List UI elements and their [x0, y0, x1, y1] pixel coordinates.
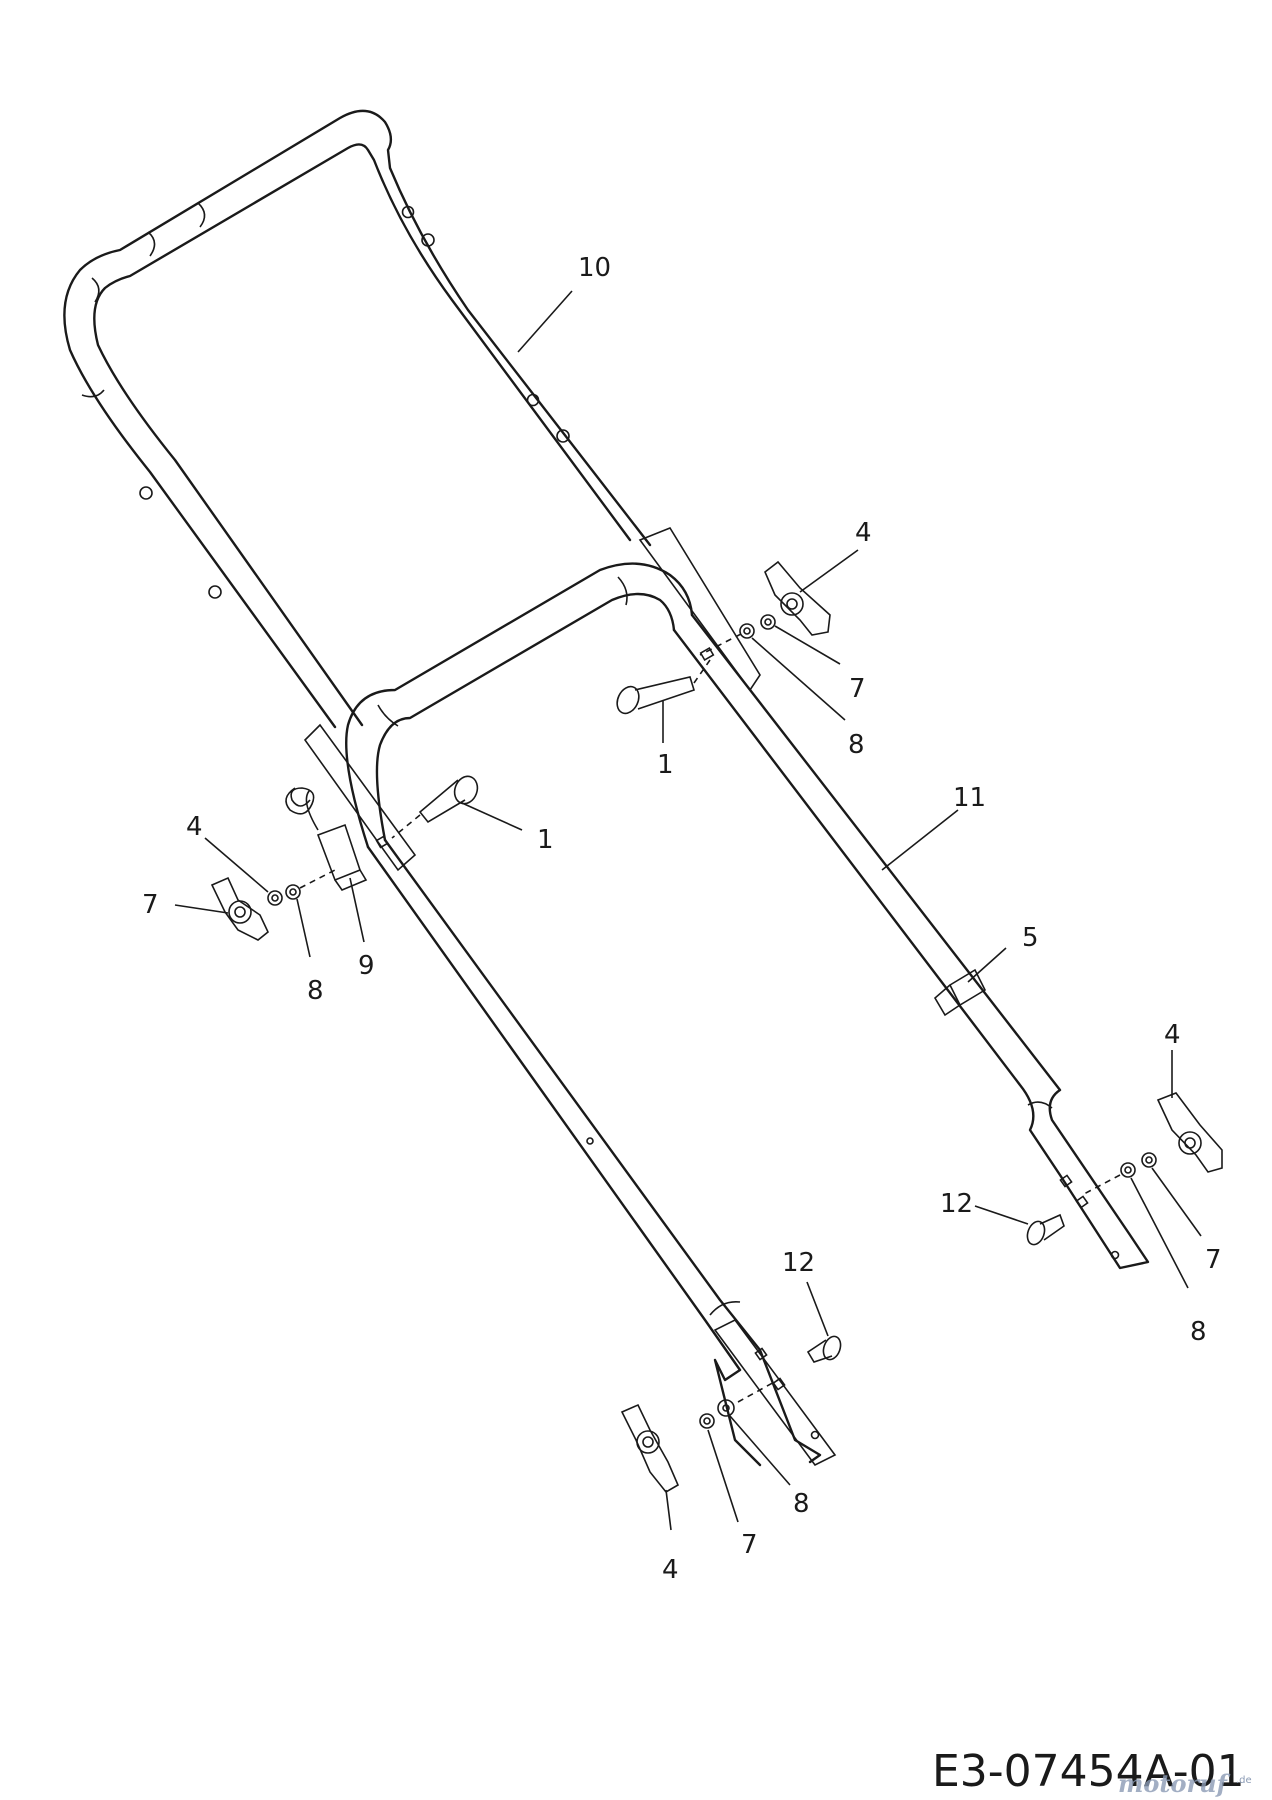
- callout-7-upper-right: 7: [849, 674, 866, 704]
- callout-4-bottom: 4: [662, 1555, 679, 1585]
- callout-8-upper-right: 8: [848, 730, 865, 760]
- callout-8-bottom: 8: [793, 1489, 810, 1519]
- washer-left: [285, 884, 301, 900]
- lower-handle: [345, 562, 1150, 1467]
- callout-10: 10: [578, 253, 611, 283]
- callout-9: 9: [358, 951, 375, 981]
- watermark-logo: motoruf: [1118, 1769, 1231, 1798]
- watermark-suffix: .de: [1236, 1775, 1252, 1786]
- washer-upper-right: [739, 623, 755, 639]
- callout-12-bottom: 12: [782, 1248, 815, 1278]
- bolt-lower-right: [1026, 1213, 1065, 1246]
- callout-1-left: 1: [537, 825, 554, 855]
- callout-5: 5: [1022, 923, 1039, 953]
- drawing-code: E3-07454A-01: [932, 1746, 1245, 1797]
- knob-left: [210, 876, 269, 941]
- washer-lower-right: [1120, 1162, 1136, 1178]
- callout-4-lower-right: 4: [1164, 1020, 1181, 1050]
- callout-7-lower-right: 7: [1205, 1245, 1222, 1275]
- lockwasher-left: [267, 890, 283, 906]
- callout-8-left: 8: [307, 976, 324, 1006]
- cable-clip: [933, 968, 987, 1017]
- bolt-upper: [616, 646, 715, 715]
- knob-lower-right: [1156, 1092, 1223, 1173]
- leader-lines: [174, 290, 1202, 1531]
- lockwasher-lower-right: [1141, 1152, 1157, 1168]
- bolt-bottom: [806, 1335, 842, 1363]
- knob-bottom: [620, 1403, 680, 1494]
- callout-1-upper: 1: [657, 750, 674, 780]
- callout-11: 11: [953, 783, 986, 813]
- callout-8-lower-right: 8: [1190, 1317, 1207, 1347]
- washer-bottom: [717, 1399, 735, 1417]
- knob-upper-right: [764, 560, 831, 636]
- callout-4-upper-right: 4: [855, 518, 872, 548]
- callout-4-left: 4: [186, 812, 203, 842]
- upper-handle: [63, 109, 761, 872]
- bolt-left: [375, 775, 479, 849]
- lockwasher-bottom: [699, 1413, 715, 1429]
- callout-7-bottom: 7: [741, 1530, 758, 1560]
- lockwasher-upper-right: [760, 614, 776, 630]
- cable-guide: [285, 787, 368, 891]
- callout-7-left: 7: [142, 890, 159, 920]
- callout-12-lower-right: 12: [940, 1189, 973, 1219]
